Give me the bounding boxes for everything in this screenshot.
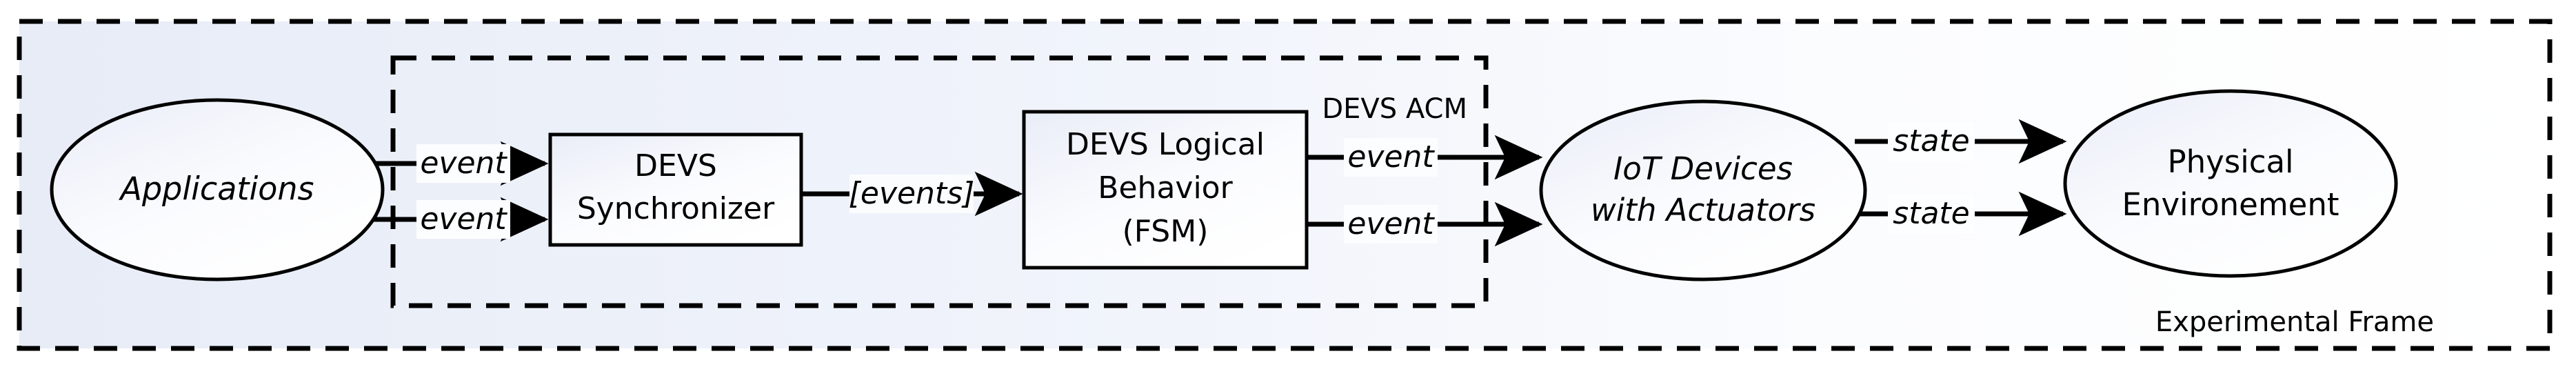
node-physical-environement[interactable]: Physical Environement: [2063, 89, 2398, 278]
node-applications[interactable]: Applications: [50, 98, 385, 281]
physical-environement-label-line2: Environement: [2122, 186, 2339, 223]
edge-label-bg-app-sync-top: [416, 144, 510, 183]
physical-environement-label-line1: Physical: [2167, 144, 2293, 180]
edge-label-app-to-sync-top: event: [420, 146, 507, 181]
devs-synchronizer-label-line2: Synchronizer: [577, 191, 775, 226]
edge-label-iot-to-env-bottom: state: [1893, 196, 1969, 231]
edge-label-bg-fsm-iot-bottom: [1344, 205, 1438, 244]
physical-environement-ellipse[interactable]: [2063, 89, 2398, 278]
edge-label-app-to-sync-bottom: event: [420, 201, 507, 237]
edge-label-iot-to-env-top: state: [1893, 123, 1969, 159]
iot-devices-ellipse[interactable]: [1539, 99, 1867, 281]
edge-label-bg-sync-fsm: [849, 175, 974, 213]
edge-label-bg-fsm-iot-top: [1344, 138, 1438, 177]
devs-logical-behavior-label-line3: (FSM): [1123, 214, 1209, 249]
edge-label-fsm-to-iot-top: event: [1347, 139, 1435, 175]
applications-ellipse[interactable]: [50, 98, 385, 281]
edge-label-bg-app-sync-bottom: [416, 200, 510, 239]
edge-labels-layer: event event [events] event event state s…: [416, 122, 1975, 244]
experimental-frame-label: Experimental Frame: [2155, 306, 2434, 338]
node-iot-devices-with-actuators[interactable]: IoT Devices with Actuators: [1539, 99, 1867, 281]
edge-label-fsm-to-iot-bottom: event: [1347, 206, 1435, 241]
devs-synchronizer-rect[interactable]: [548, 132, 803, 247]
node-devs-synchronizer[interactable]: DEVS Synchronizer: [548, 132, 803, 247]
devs-logical-behavior-label-line1: DEVS Logical: [1066, 127, 1265, 162]
edge-label-sync-to-fsm: [events]: [849, 176, 975, 211]
devs-logical-behavior-rect[interactable]: [1022, 110, 1309, 270]
edge-label-bg-iot-env-top: [1888, 122, 1975, 161]
devs-synchronizer-label-line1: DEVS: [634, 148, 717, 184]
iot-devices-label-line2: with Actuators: [1591, 192, 1815, 228]
iot-devices-label-line1: IoT Devices: [1613, 150, 1793, 187]
applications-label: Applications: [119, 170, 314, 208]
devs-logical-behavior-label-line2: Behavior: [1098, 170, 1233, 206]
devs-acm-frame: DEVS ACM: [390, 55, 1489, 308]
devs-acm-frame-label: DEVS ACM: [1322, 93, 1467, 125]
edge-label-bg-iot-env-bottom: [1888, 195, 1975, 233]
devs-acm-frame-border: [390, 55, 1489, 308]
node-devs-logical-behavior-fsm[interactable]: DEVS Logical Behavior (FSM): [1022, 110, 1309, 270]
